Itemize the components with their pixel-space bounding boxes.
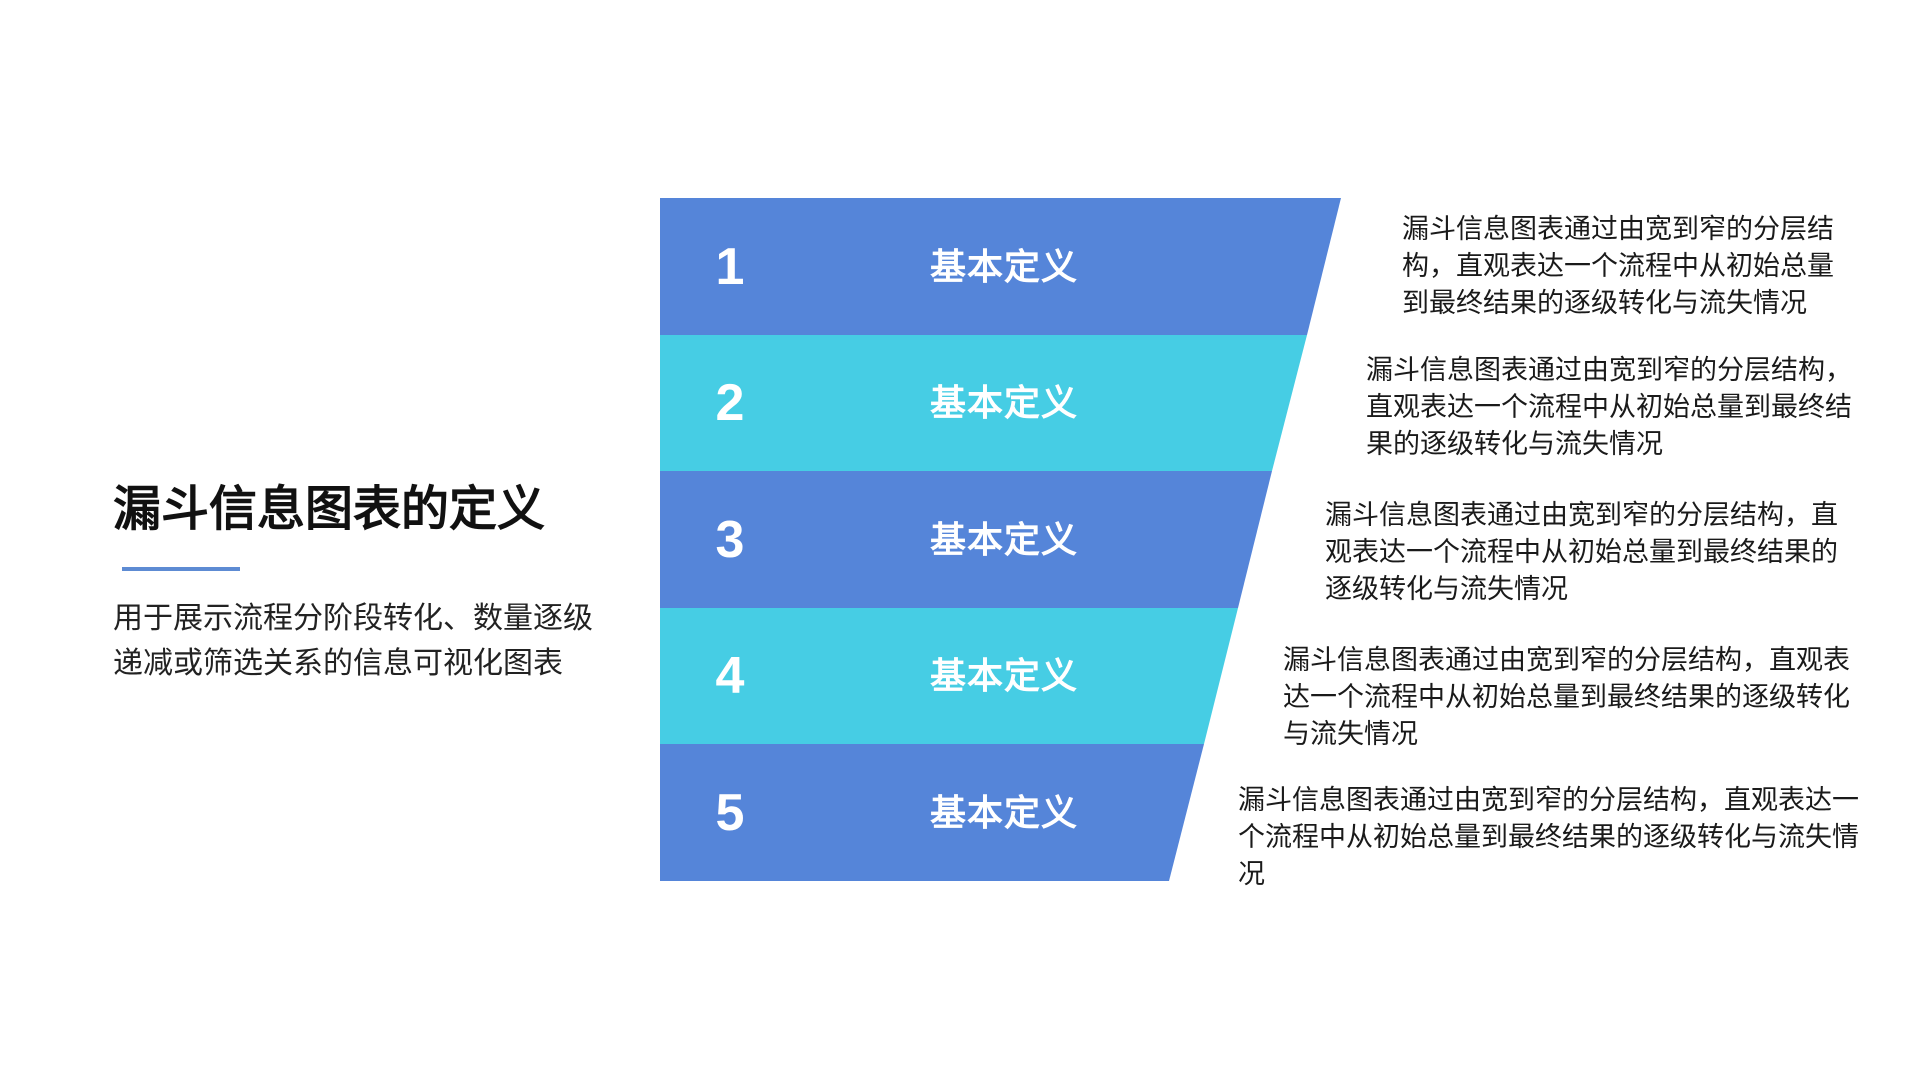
funnel-stage-5: 5 基本定义 — [660, 744, 1204, 881]
annotation-line: 漏斗信息图表通过由宽到窄的分层结 — [1402, 214, 1834, 244]
annotation-line: 漏斗信息图表通过由宽到窄的分层结构，直观表 — [1283, 645, 1850, 675]
stage-label: 基本定义 — [930, 382, 1079, 423]
annotation-line: 个流程中从初始总量到最终结果的逐级转化与流失情 — [1238, 822, 1859, 852]
title-underline-bar — [122, 567, 240, 571]
stage-number: 5 — [715, 783, 745, 842]
annotation-stage-5: 漏斗信息图表通过由宽到窄的分层结构，直观表达一 个流程中从初始总量到最终结果的逐… — [1238, 782, 1859, 893]
description-line: 用于展示流程分阶段转化、数量逐级 — [113, 602, 593, 635]
annotation-line: 果的逐级转化与流失情况 — [1366, 429, 1663, 459]
description-line: 递减或筛选关系的信息可视化图表 — [113, 647, 563, 680]
page-title: 漏斗信息图表的定义 — [113, 483, 546, 536]
funnel-diagram: 1 基本定义 2 基本定义 3 基本定义 4 基本定义 5 基本定义 — [660, 198, 1341, 881]
annotation-line: 达一个流程中从初始总量到最终结果的逐级转化 — [1283, 682, 1850, 712]
annotation-line: 漏斗信息图表通过由宽到窄的分层结构，直观表达一 — [1238, 785, 1859, 815]
annotation-stage-4: 漏斗信息图表通过由宽到窄的分层结构，直观表 达一个流程中从初始总量到最终结果的逐… — [1283, 642, 1850, 753]
stage-label: 基本定义 — [930, 655, 1079, 696]
annotation-line: 与流失情况 — [1283, 719, 1418, 749]
stage-label: 基本定义 — [930, 791, 1079, 833]
stage-number: 2 — [715, 374, 745, 432]
slide-description: 用于展示流程分阶段转化、数量逐级 递减或筛选关系的信息可视化图表 — [113, 596, 593, 686]
funnel-stage-1: 1 基本定义 — [660, 198, 1341, 335]
annotation-stage-3: 漏斗信息图表通过由宽到窄的分层结构，直 观表达一个流程中从初始总量到最终结果的 … — [1325, 497, 1838, 608]
funnel-stage-4: 4 基本定义 — [660, 608, 1238, 744]
annotation-line: 观表达一个流程中从初始总量到最终结果的 — [1325, 537, 1838, 567]
funnel-stage-3: 3 基本定义 — [660, 471, 1272, 608]
funnel-stage-2: 2 基本定义 — [660, 335, 1307, 471]
annotation-line: 直观表达一个流程中从初始总量到最终结 — [1366, 392, 1852, 422]
stage-label: 基本定义 — [930, 245, 1079, 287]
annotation-line: 漏斗信息图表通过由宽到窄的分层结构， — [1366, 355, 1852, 385]
annotation-line: 到最终结果的逐级转化与流失情况 — [1402, 288, 1807, 318]
annotation-stage-2: 漏斗信息图表通过由宽到窄的分层结构， 直观表达一个流程中从初始总量到最终结 果的… — [1366, 352, 1852, 463]
annotation-line: 构，直观表达一个流程中从初始总量 — [1402, 251, 1834, 281]
stage-number: 1 — [715, 237, 745, 296]
annotation-line: 况 — [1238, 859, 1265, 889]
annotation-line: 逐级转化与流失情况 — [1325, 574, 1568, 604]
stage-number: 3 — [715, 510, 745, 569]
stage-label: 基本定义 — [930, 518, 1079, 560]
annotation-stage-1: 漏斗信息图表通过由宽到窄的分层结 构，直观表达一个流程中从初始总量 到最终结果的… — [1402, 211, 1834, 322]
stage-number: 4 — [715, 647, 745, 705]
annotation-line: 漏斗信息图表通过由宽到窄的分层结构，直 — [1325, 500, 1838, 530]
left-panel: 漏斗信息图表的定义 用于展示流程分阶段转化、数量逐级 递减或筛选关系的信息可视化… — [113, 483, 613, 680]
